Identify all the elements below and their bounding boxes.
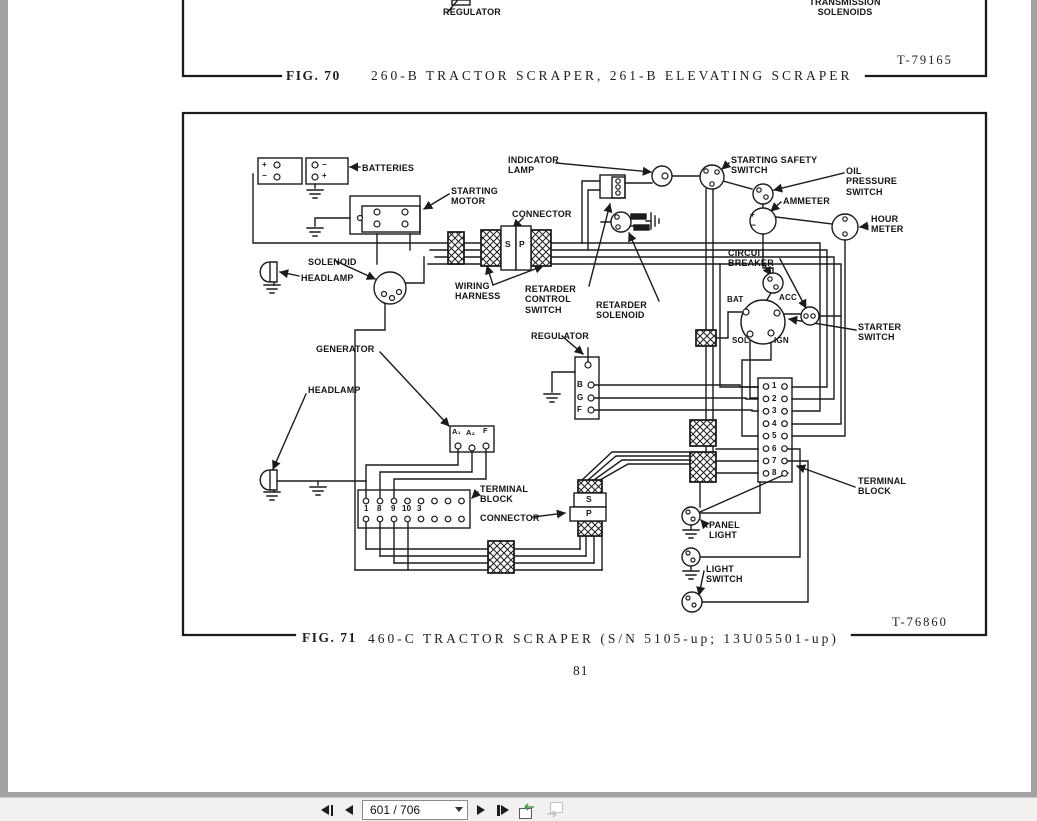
- previous-page-button[interactable]: [342, 801, 356, 819]
- first-page-icon: [321, 805, 329, 815]
- last-page-icon: [501, 805, 509, 815]
- previous-page-icon: [345, 805, 353, 815]
- page-number-input[interactable]: [368, 802, 456, 818]
- first-page-button[interactable]: [318, 801, 336, 819]
- page-number-combobox[interactable]: [362, 800, 468, 820]
- next-view-icon: [550, 801, 563, 813]
- combobox-dropdown-icon[interactable]: [455, 807, 463, 812]
- viewer-toolbar: [0, 797, 1037, 821]
- last-page-bar-icon: [497, 804, 500, 816]
- previous-view-button[interactable]: [518, 802, 538, 819]
- next-page-icon: [477, 805, 485, 815]
- next-view-button[interactable]: [544, 801, 564, 819]
- next-page-button[interactable]: [474, 801, 488, 819]
- first-page-bar-icon: [330, 804, 333, 816]
- last-page-button[interactable]: [494, 801, 512, 819]
- page-navigation: [318, 800, 564, 820]
- document-page: [8, 0, 1031, 792]
